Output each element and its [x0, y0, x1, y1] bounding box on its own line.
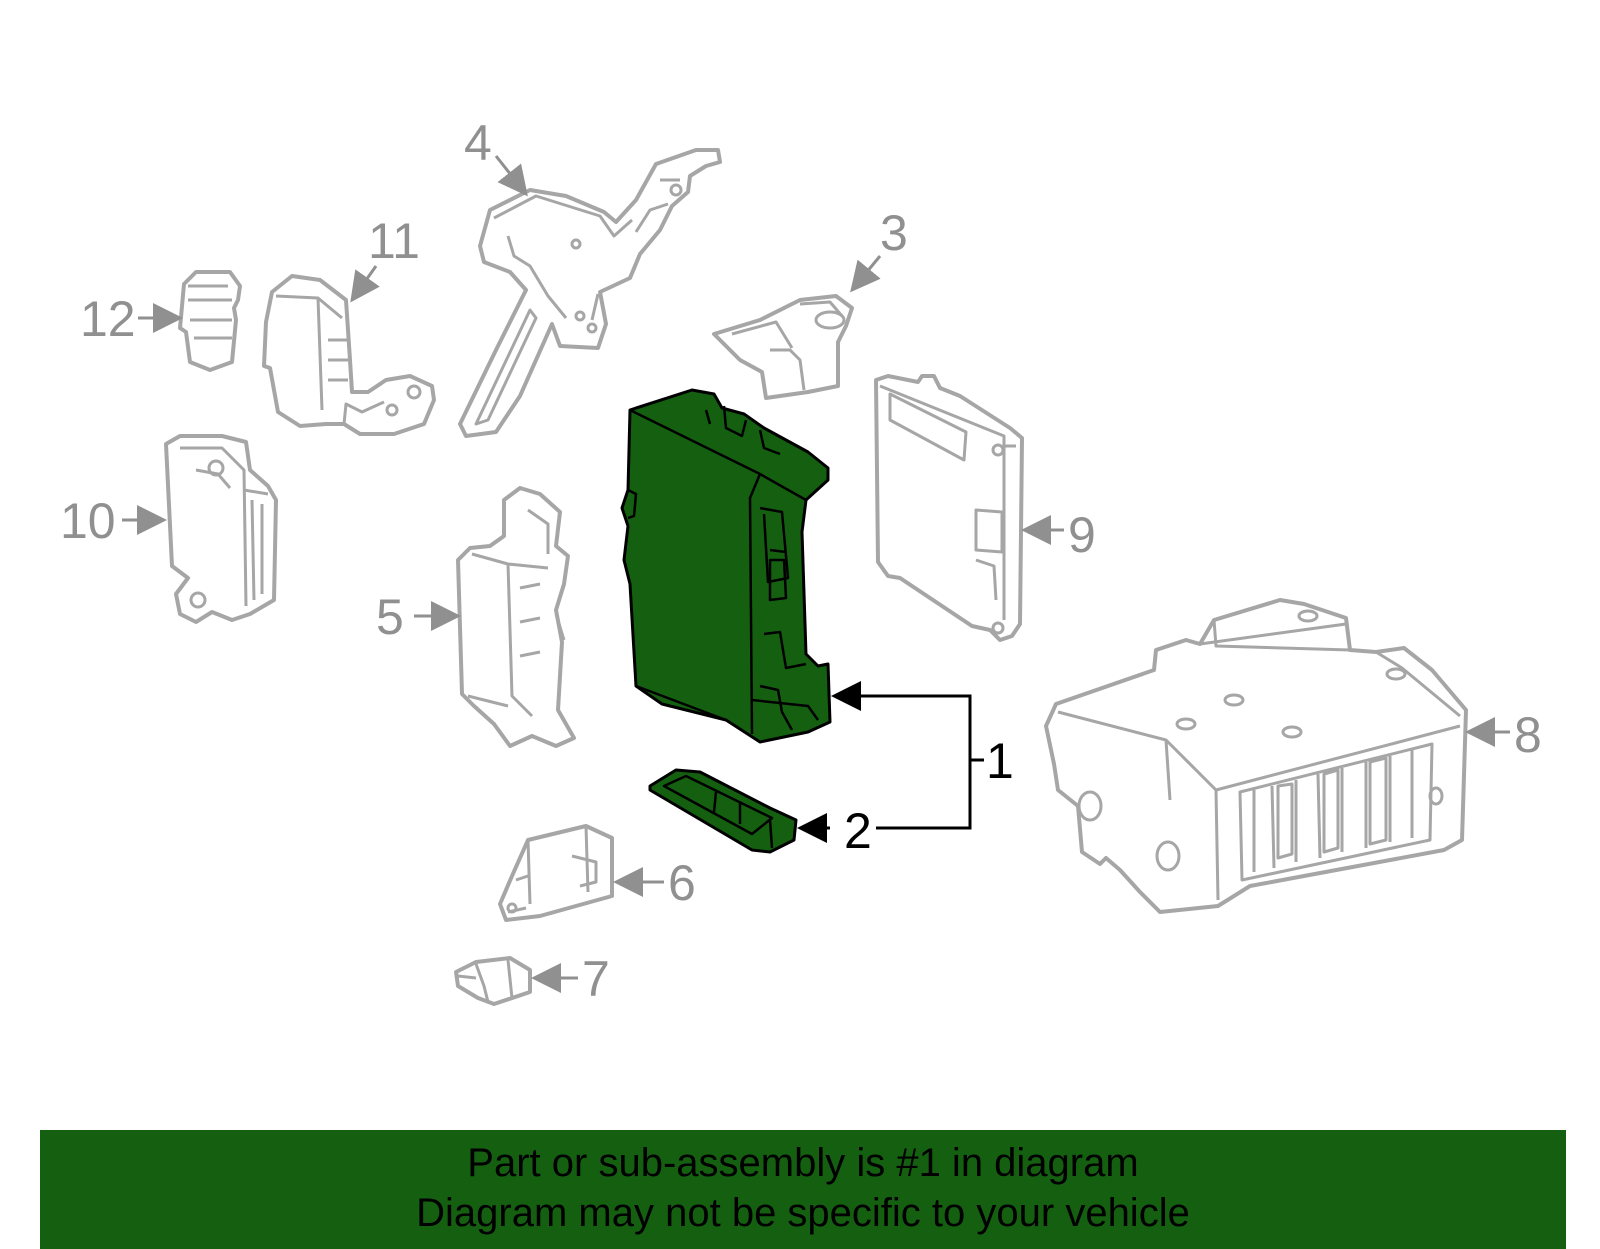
part-11-relay-bracket: [262, 274, 436, 436]
part-10-module: [164, 434, 278, 624]
part-2-cover: [648, 768, 798, 854]
callout-9: 9: [1068, 507, 1096, 563]
part-1-body-control-module: [620, 388, 832, 744]
part-7-clip: [454, 956, 532, 1006]
callout-10: 10: [60, 493, 116, 549]
callout-11: 11: [368, 213, 420, 269]
callout-labels: 1 2 3 4 5 6 7 8 9 10 11 12: [60, 115, 1542, 1007]
part-3-bracket: [712, 294, 854, 400]
callout-7: 7: [582, 951, 610, 1007]
part-9-control-module: [874, 374, 1024, 642]
callout-4: 4: [464, 115, 492, 171]
part-12-connector: [178, 270, 242, 372]
part-5-relay-block: [456, 486, 576, 748]
banner-line-1: Part or sub-assembly is #1 in diagram: [467, 1141, 1139, 1185]
part-8-junction-box: [1044, 598, 1468, 914]
parts-diagram: 1 2 3 4 5 6 7 8 9 10 11 12: [60, 115, 1542, 1007]
callout-8: 8: [1514, 707, 1542, 763]
part-6-module: [498, 824, 614, 922]
callout-leaders: [122, 155, 1510, 993]
callout-5: 5: [376, 589, 404, 645]
banner-line-2: Diagram may not be specific to your vehi…: [416, 1191, 1190, 1235]
callout-3: 3: [880, 205, 908, 261]
info-banner: Part or sub-assembly is #1 in diagram Di…: [40, 1130, 1566, 1249]
callout-1: 1: [986, 733, 1014, 789]
callout-2: 2: [844, 803, 872, 859]
part-4-bracket: [458, 148, 722, 438]
callout-12: 12: [80, 291, 136, 347]
callout-6: 6: [668, 855, 696, 911]
